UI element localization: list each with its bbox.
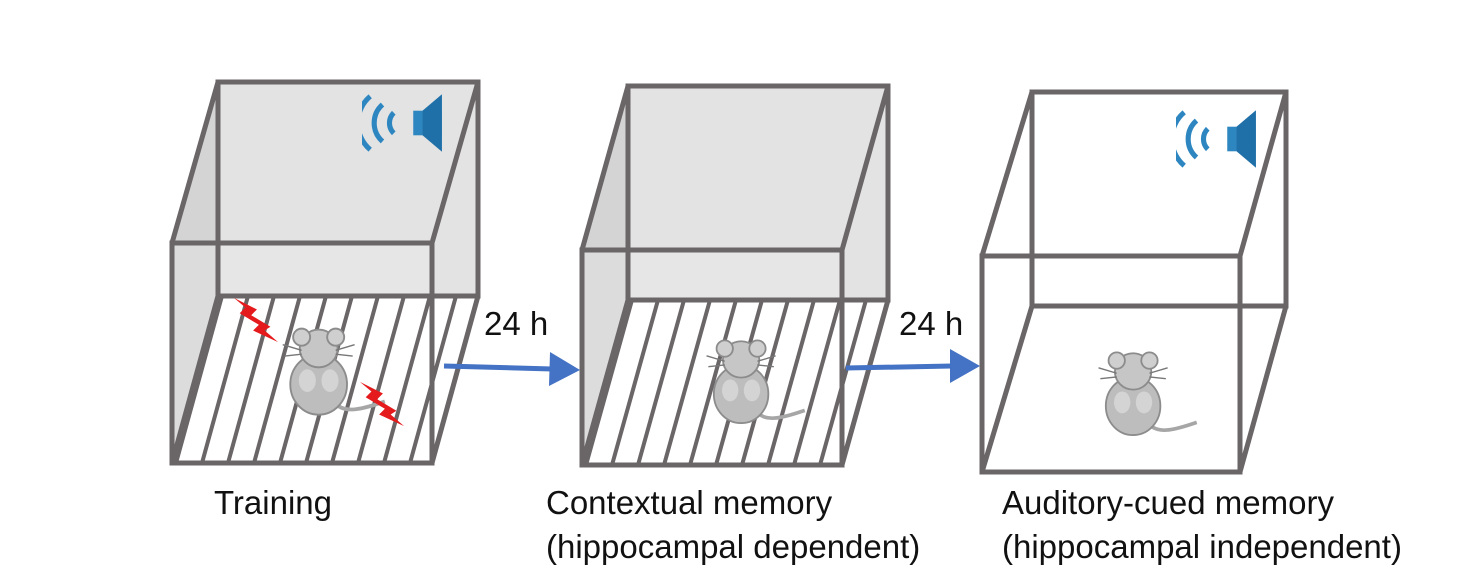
left-wall	[582, 86, 628, 465]
training-chamber	[169, 79, 481, 466]
stage-label-training: Training	[214, 484, 332, 521]
arrow-2-label: 24 h	[899, 305, 964, 342]
arrow-2	[845, 349, 980, 383]
back-wall	[628, 86, 888, 300]
stage-sublabel-auditory: (hippocampal independent)	[1002, 528, 1402, 565]
arrow-1-label: 24 h	[484, 305, 549, 342]
back-wall	[1032, 92, 1286, 306]
chamber-frame	[169, 79, 481, 466]
mouse-icon	[1096, 350, 1199, 438]
chamber-frame	[579, 83, 891, 468]
contextual-chamber	[579, 83, 891, 468]
chamber-frame	[979, 89, 1289, 475]
stage-label-contextual: Contextual memory	[546, 484, 833, 521]
arrow-1	[443, 352, 580, 386]
left-wall	[172, 82, 218, 463]
auditory-chamber	[979, 89, 1289, 475]
stage-label-auditory: Auditory-cued memory	[1002, 484, 1334, 521]
stage-sublabel-contextual: (hippocampal dependent)	[546, 528, 921, 565]
